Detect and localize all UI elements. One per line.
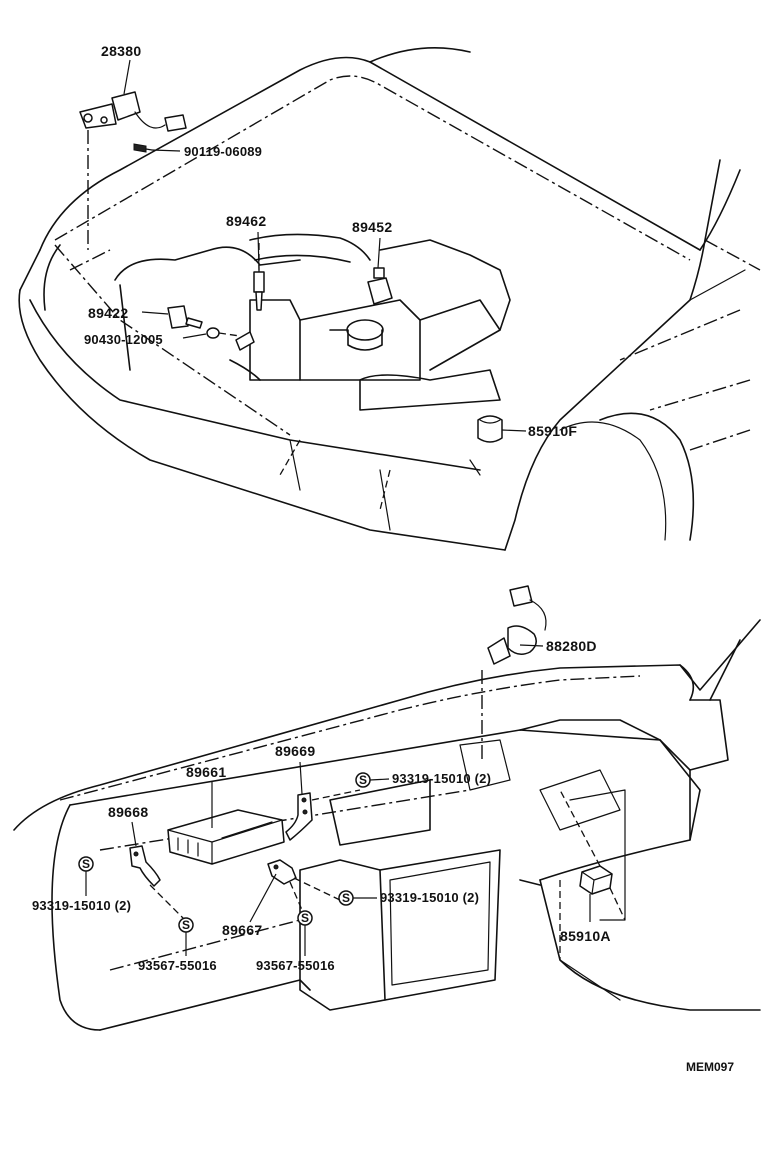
bracket-89667-drawing [267, 859, 341, 911]
leader-90430-12005 [182, 333, 207, 339]
leader-93319-15010-top [369, 778, 390, 781]
leader-89462 [257, 231, 260, 271]
label-90119-06089: 90119-06089 [184, 144, 262, 159]
label-93567-55016-right: 93567-55016 [256, 958, 335, 973]
engine-bay-drawing [18, 46, 761, 551]
sensor-89452-drawing [367, 267, 393, 305]
s-symbol-5-text: S [342, 891, 350, 905]
label-89462: 89462 [226, 213, 266, 229]
label-89669: 89669 [275, 743, 315, 759]
leader-89668 [131, 821, 137, 847]
leader-89669 [299, 761, 303, 795]
leader-85910F [501, 429, 527, 432]
label-93567-55016-left: 93567-55016 [138, 958, 217, 973]
dashboard-drawing [13, 619, 761, 1031]
sensor-89462-drawing [253, 240, 265, 311]
leader-28380 [123, 59, 131, 95]
label-89668: 89668 [108, 804, 148, 820]
label-85910F: 85910F [528, 423, 577, 439]
s-symbol-4-text: S [301, 911, 309, 925]
label-89422: 89422 [88, 305, 128, 321]
bracket-89669-drawing [285, 789, 361, 841]
leader-89667 [249, 873, 277, 923]
relay-85910F-drawing [477, 415, 503, 443]
label-89667: 89667 [222, 922, 262, 938]
label-89661: 89661 [186, 764, 226, 780]
relay-28380-drawing [79, 91, 187, 250]
s-symbol-2-text: S [82, 857, 90, 871]
leader-88280D [519, 644, 544, 647]
leader-90119-06089 [151, 149, 181, 152]
leader-89452 [377, 237, 381, 269]
label-93319-15010-right: 93319-15010 (2) [380, 890, 479, 905]
label-28380: 28380 [101, 43, 141, 59]
label-90430-12005: 90430-12005 [84, 332, 163, 347]
label-88280D: 88280D [546, 638, 597, 654]
sensor-88280D-drawing [481, 585, 547, 760]
standard-part-symbols: S S S S S [78, 772, 371, 933]
label-89452: 89452 [352, 219, 392, 235]
sensor-89422-drawing [167, 305, 261, 381]
leader-89422 [141, 311, 169, 315]
bracket-89668-drawing [129, 845, 186, 921]
ecu-89661-drawing [167, 809, 285, 865]
label-85910A: 85910A [560, 928, 611, 944]
label-93319-15010-top: 93319-15010 (2) [392, 771, 491, 786]
s-symbol-3-text: S [182, 918, 190, 932]
s-symbol-1-text: S [359, 773, 367, 787]
relay-85910A-drawing [559, 789, 626, 921]
label-93319-15010-left: 93319-15010 (2) [32, 898, 131, 913]
diagram-code: MEM097 [686, 1060, 734, 1074]
